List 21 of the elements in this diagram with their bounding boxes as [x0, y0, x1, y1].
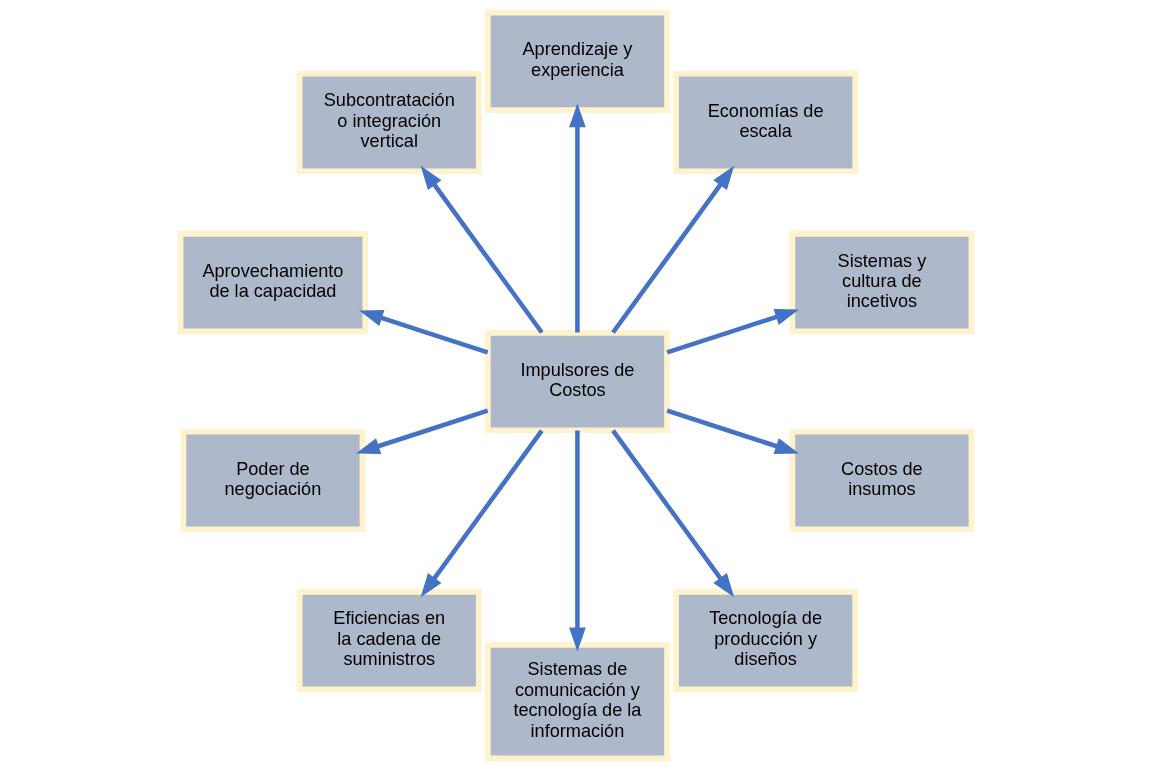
node-box: Tecnología de producción y diseños [673, 588, 858, 693]
node-box: Subcontratación o integración vertical [296, 70, 482, 175]
node-box: Aprendizaje y experiencia [485, 9, 670, 113]
arrow [569, 103, 586, 333]
arrow [356, 408, 489, 455]
arrow [611, 165, 735, 334]
node-box: Economías de escala [673, 70, 858, 175]
arrow [359, 310, 489, 355]
node-box: Costos de insumos [789, 428, 975, 533]
node-box: Sistemas y cultura de incetivos [789, 231, 975, 335]
node-box: Poder de negociación [180, 428, 366, 533]
arrow [420, 429, 544, 598]
arrow [666, 309, 799, 355]
node-box: Sistemas de comunicación y tecnología de la información [485, 642, 670, 762]
arrow [420, 165, 544, 334]
arrow [611, 429, 735, 598]
node-box: Aprovechamiento de la capacidad [177, 231, 369, 335]
node-box: Impulsores de Costos [485, 329, 670, 434]
arrow [569, 430, 586, 652]
arrow [666, 408, 799, 455]
node-box: Eficiencias en la cadena de suministros [296, 588, 482, 693]
